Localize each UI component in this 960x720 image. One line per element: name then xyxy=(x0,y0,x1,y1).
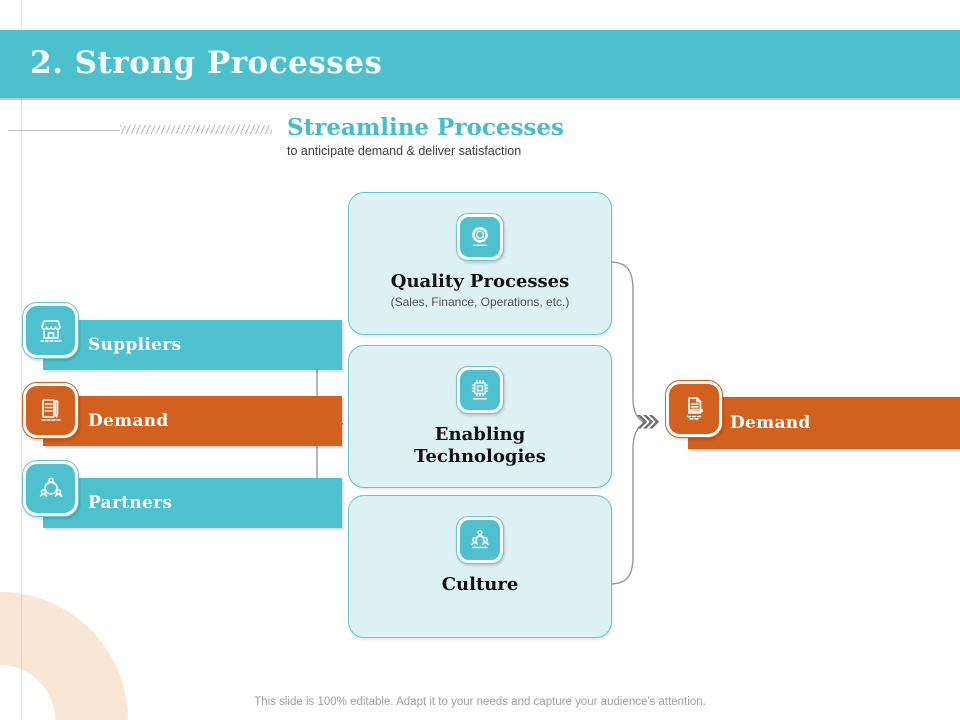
culture-title: Culture xyxy=(441,574,519,595)
footer-note: This slide is 100% editable. Adapt it to… xyxy=(254,696,706,708)
technology-icon-tile xyxy=(456,366,504,414)
quality-icon-tile xyxy=(456,213,504,261)
hatch-decoration xyxy=(120,125,272,134)
section-heading-subtitle: to anticipate demand & deliver satisfact… xyxy=(287,144,522,158)
checklist-pencil-icon xyxy=(40,398,61,421)
chip-icon xyxy=(471,380,489,400)
quality-processes-box: Quality Processes (Sales, Finance, Opera… xyxy=(348,192,612,335)
section-heading: Streamline Processes to anticipate deman… xyxy=(287,114,564,158)
divider-line xyxy=(8,130,120,131)
quality-processes-subtitle: (Sales, Finance, Operations, etc.) xyxy=(390,294,570,309)
slide-header: 2. Strong Processes xyxy=(0,30,960,98)
demand-left-icon-tile xyxy=(22,382,79,439)
section-heading-title: Streamline Processes xyxy=(287,114,564,141)
partners-label: Partners xyxy=(88,493,173,513)
demand-left-bar: Demand xyxy=(43,396,342,446)
enabling-technologies-title: Enabling Technologies xyxy=(414,424,546,467)
document-pencil-icon xyxy=(686,397,703,420)
team-icon xyxy=(471,529,489,549)
quality-processes-title: Quality Processes xyxy=(390,271,570,292)
suppliers-icon-tile xyxy=(22,302,79,359)
gear-icon xyxy=(472,226,488,247)
slide-title: 2. Strong Processes xyxy=(30,45,383,81)
partners-icon xyxy=(39,477,62,497)
enabling-technologies-box: Enabling Technologies xyxy=(348,345,612,488)
right-brace-connector xyxy=(609,261,647,585)
demand-right-icon-tile xyxy=(665,380,723,438)
suppliers-bar: Suppliers xyxy=(43,320,342,370)
demand-right-bar: Demand xyxy=(688,397,960,449)
demand-right-label: Demand xyxy=(730,413,811,433)
culture-box: Culture xyxy=(348,495,612,638)
culture-icon-tile xyxy=(456,516,504,564)
left-guide-line xyxy=(21,0,22,720)
demand-left-label: Demand xyxy=(88,411,169,431)
chevron-arrow-icon xyxy=(637,415,660,429)
storefront-icon xyxy=(39,319,62,342)
suppliers-label: Suppliers xyxy=(88,335,182,355)
partners-bar: Partners xyxy=(43,478,342,528)
partners-icon-tile xyxy=(22,460,79,517)
